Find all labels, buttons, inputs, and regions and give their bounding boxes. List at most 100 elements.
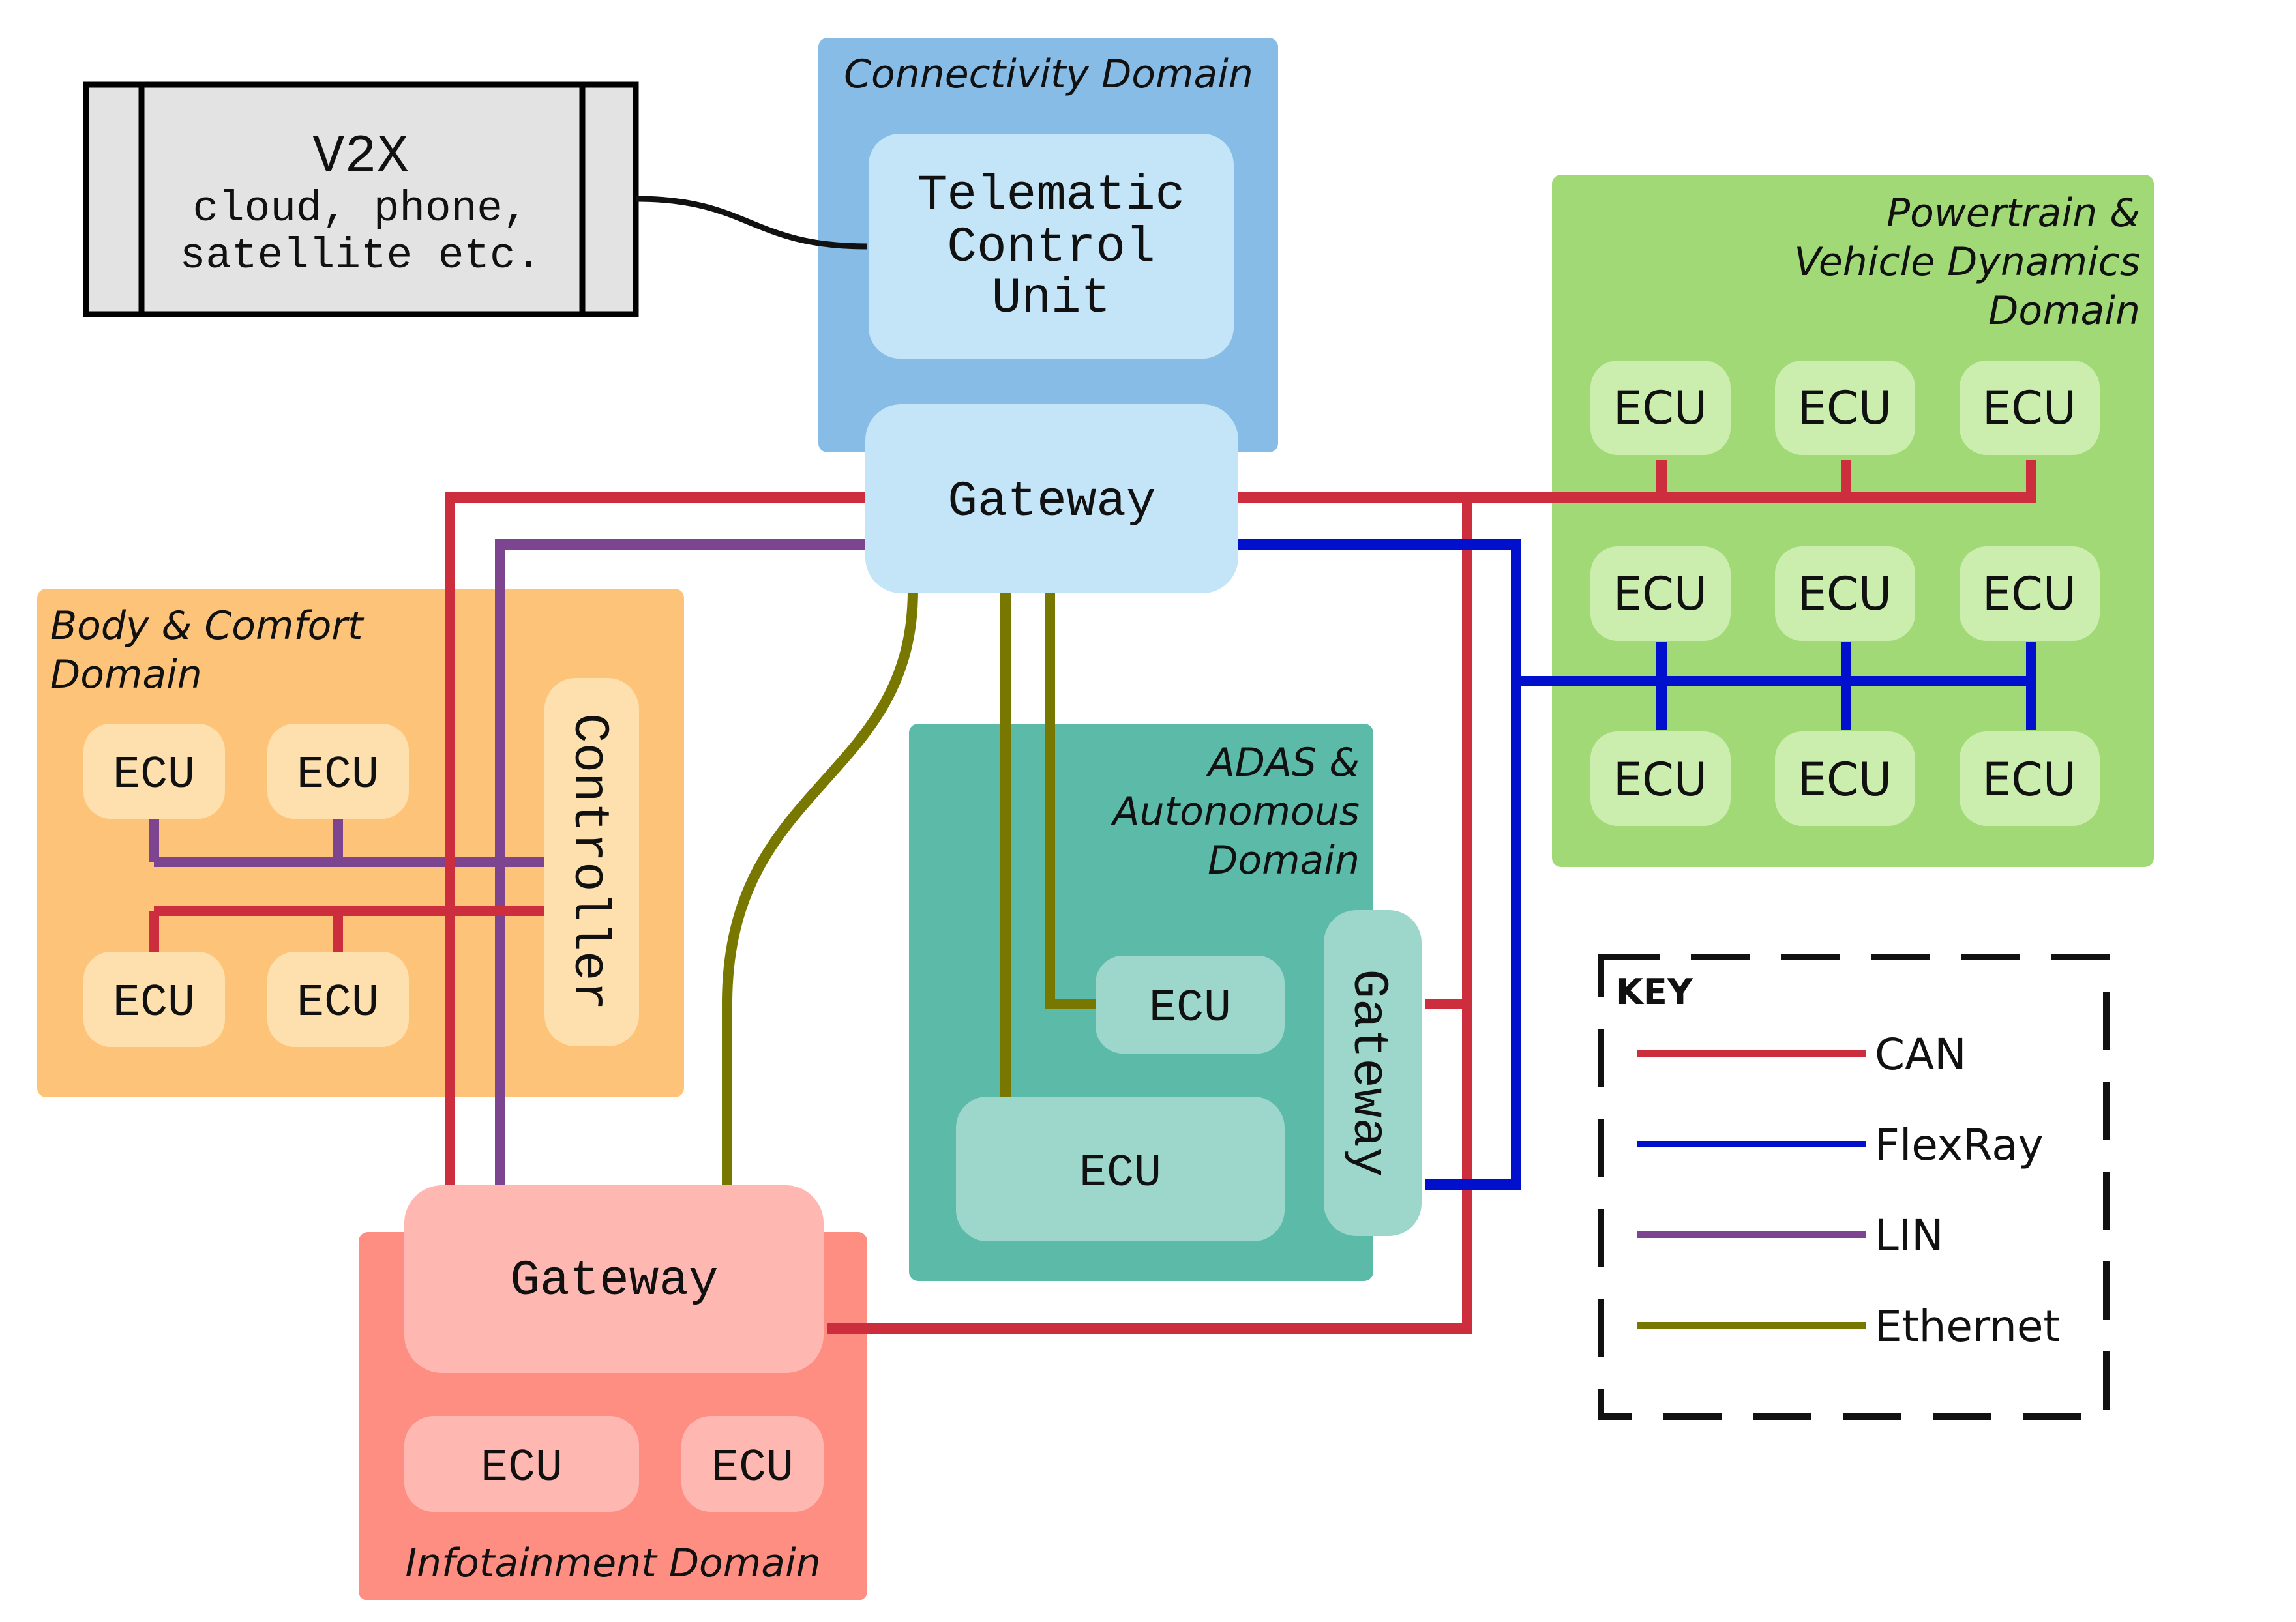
can-gw-infotainment-left bbox=[445, 492, 867, 1193]
ecu-box bbox=[1590, 546, 1731, 641]
body-ecu-4[interactable]: ECU bbox=[267, 952, 409, 1047]
ecu-label: ECU bbox=[1613, 753, 1707, 806]
ecu-label: ECU bbox=[1613, 381, 1707, 435]
ecu-label: ECU bbox=[1982, 753, 2076, 806]
powertrain-ecu-r2-c1[interactable]: ECU bbox=[1590, 546, 1731, 641]
infotainment-gateway-box bbox=[404, 1185, 824, 1373]
tcu-label-line-2: Control bbox=[947, 220, 1155, 276]
connectivity-domain-title: Connectivity Domain bbox=[844, 52, 1253, 97]
body-ecu-3[interactable]: ECU bbox=[83, 952, 225, 1047]
ecu-label: ECU bbox=[297, 978, 379, 1029]
ecu-box bbox=[1960, 731, 2100, 826]
ecu-label: ECU bbox=[1149, 983, 1231, 1035]
body-ecu-2[interactable]: ECU bbox=[267, 724, 409, 819]
ecu-label: ECU bbox=[297, 750, 379, 801]
lin-gw-infotainment bbox=[495, 539, 867, 1193]
ecu-label: ECU bbox=[1798, 753, 1892, 806]
can-trunk-vertical bbox=[827, 497, 1472, 1334]
adas-title-line-2: Autonomous bbox=[1111, 789, 1360, 834]
body-controller[interactable]: Controller bbox=[544, 678, 639, 1046]
v2x-box: V2X cloud, phone, satellite etc. bbox=[83, 81, 639, 317]
body-title-line-2: Domain bbox=[50, 652, 202, 698]
legend-ethernet-label: Ethernet bbox=[1875, 1301, 2060, 1351]
ecu-box bbox=[1960, 361, 2100, 455]
ecu-label: ECU bbox=[113, 750, 195, 801]
adas-ecu-large[interactable]: ECU bbox=[956, 1097, 1285, 1241]
v2x-line-2: satellite etc. bbox=[180, 231, 542, 280]
powertrain-title-line-1: Powertrain & bbox=[1886, 190, 2140, 236]
powertrain-ecu-r1-c3[interactable]: ECU bbox=[1960, 361, 2100, 455]
can-links bbox=[149, 460, 2036, 1334]
ecu-box bbox=[681, 1416, 824, 1512]
flexray-links bbox=[1236, 539, 2036, 1190]
ecu-label: ECU bbox=[1798, 381, 1892, 435]
powertrain-ecu-r2-c2[interactable]: ECU bbox=[1775, 546, 1915, 641]
ecu-label: ECU bbox=[1079, 1148, 1161, 1200]
can-gw-powertrain-bus bbox=[1236, 460, 2036, 503]
ecu-label: ECU bbox=[481, 1443, 563, 1494]
powertrain-title-line-2: Vehicle Dynamics bbox=[1794, 239, 2140, 285]
ecu-box bbox=[267, 724, 409, 819]
legend-frame bbox=[1598, 954, 2110, 1420]
ecu-label: ECU bbox=[1982, 567, 2076, 621]
ecu-box bbox=[1775, 546, 1915, 641]
ecu-box bbox=[956, 1097, 1285, 1241]
adas-gateway[interactable]: Gateway bbox=[1324, 910, 1422, 1236]
central-gateway-box bbox=[865, 404, 1238, 593]
powertrain-title-line-3: Domain bbox=[1988, 288, 2140, 334]
tcu-label-line-1: Telematic bbox=[917, 168, 1185, 224]
ethernet-gw-adas-ecu-small bbox=[1045, 590, 1096, 1009]
adas-gateway-label: Gateway bbox=[1340, 969, 1396, 1177]
ecu-box bbox=[1096, 956, 1285, 1054]
ecu-box bbox=[267, 952, 409, 1047]
infotainment-ecu-1[interactable]: ECU bbox=[404, 1416, 639, 1512]
ecu-box bbox=[1960, 546, 2100, 641]
infotainment-ecu-2[interactable]: ECU bbox=[681, 1416, 824, 1512]
infotainment-gateway[interactable]: Gateway bbox=[404, 1185, 824, 1373]
powertrain-ecu-r3-c1[interactable]: ECU bbox=[1590, 731, 1731, 826]
powertrain-ecu-r1-c1[interactable]: ECU bbox=[1590, 361, 1731, 455]
ecu-box bbox=[1590, 361, 1731, 455]
body-title-line-1: Body & Comfort bbox=[50, 603, 365, 649]
ethernet-links bbox=[722, 589, 1096, 1193]
v2x-line-1: cloud, phone, bbox=[193, 184, 529, 233]
ecu-label: ECU bbox=[113, 978, 195, 1029]
body-ecu-1[interactable]: ECU bbox=[83, 724, 225, 819]
adas-title-line-1: ADAS & bbox=[1206, 740, 1360, 786]
v2x-tcu-link bbox=[635, 196, 868, 250]
powertrain-ecu-r2-c3[interactable]: ECU bbox=[1960, 546, 2100, 641]
adas-gateway-box bbox=[1324, 910, 1422, 1236]
tcu-label-line-3: Unit bbox=[992, 271, 1111, 327]
controller-label: Controller bbox=[561, 713, 617, 1010]
v2x-frame bbox=[83, 81, 639, 317]
ecu-label: ECU bbox=[1613, 567, 1707, 621]
powertrain-ecu-r1-c2[interactable]: ECU bbox=[1775, 361, 1915, 455]
ecu-box bbox=[83, 724, 225, 819]
central-gateway-label: Gateway bbox=[947, 474, 1155, 530]
ecu-label: ECU bbox=[1982, 381, 2076, 435]
legend-can-label: CAN bbox=[1875, 1029, 1967, 1080]
ecu-box bbox=[404, 1416, 639, 1512]
central-gateway[interactable]: Gateway bbox=[865, 404, 1238, 593]
adas-ecu-small[interactable]: ECU bbox=[1096, 956, 1285, 1054]
ecu-box bbox=[1775, 361, 1915, 455]
infotainment-domain-title: Infotainment Domain bbox=[405, 1541, 820, 1586]
infotainment-gateway-label: Gateway bbox=[510, 1253, 718, 1309]
powertrain-ecu-r3-c2[interactable]: ECU bbox=[1775, 731, 1915, 826]
ecu-box bbox=[1775, 731, 1915, 826]
ecu-label: ECU bbox=[1798, 567, 1892, 621]
legend: KEY CAN FlexRay LIN Ethernet bbox=[1598, 954, 2110, 1420]
lin-links bbox=[149, 539, 867, 1193]
legend-title: KEY bbox=[1616, 971, 1693, 1012]
tcu-box bbox=[869, 134, 1234, 359]
ecu-box bbox=[1590, 731, 1731, 826]
legend-lin-label: LIN bbox=[1875, 1211, 1944, 1261]
flexray-gw-trunk bbox=[1236, 539, 1521, 1190]
ecu-box bbox=[83, 952, 225, 1047]
telematic-control-unit[interactable]: Telematic Control Unit bbox=[869, 134, 1234, 359]
ecu-label: ECU bbox=[711, 1443, 794, 1494]
powertrain-ecu-r3-c3[interactable]: ECU bbox=[1960, 731, 2100, 826]
legend-flexray-label: FlexRay bbox=[1875, 1120, 2044, 1170]
adas-title-line-3: Domain bbox=[1208, 838, 1360, 883]
ethernet-gw-infotainment bbox=[722, 589, 918, 1193]
